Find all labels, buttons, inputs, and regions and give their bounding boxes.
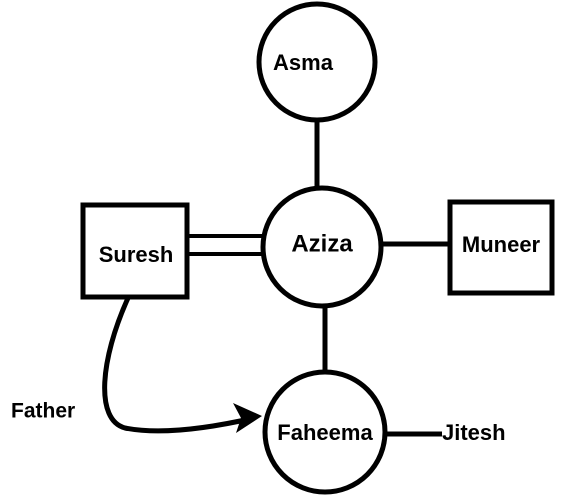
node-faheema: Faheema — [262, 369, 388, 495]
edge-suresh-faheema-arrow — [102, 295, 257, 434]
jitesh-label: Jitesh — [442, 420, 506, 445]
node-aziza-label: Aziza — [291, 230, 353, 257]
node-suresh: Suresh — [80, 202, 190, 300]
node-aziza: Aziza — [260, 185, 384, 309]
node-asma: Asma — [256, 1, 378, 123]
father-label: Father — [11, 400, 75, 423]
node-faheema-label: Faheema — [277, 420, 373, 445]
node-suresh-label: Suresh — [99, 242, 174, 267]
arrowhead-icon — [233, 403, 262, 433]
node-muneer-label: Muneer — [462, 232, 541, 257]
node-muneer: Muneer — [447, 199, 555, 296]
node-asma-label: Asma — [273, 50, 334, 75]
